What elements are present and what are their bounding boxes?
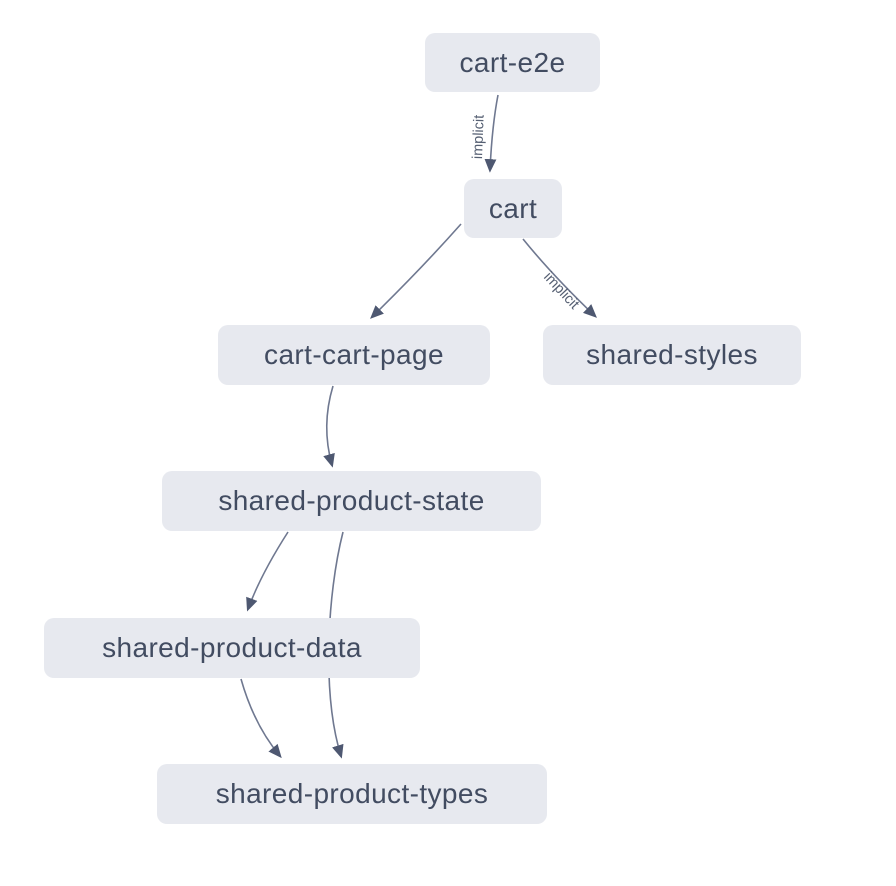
graph-node-cart-cart-page[interactable]: cart-cart-page: [218, 325, 490, 385]
edge-cart-to-cart-cart-page: [370, 223, 462, 319]
graph-node-cart[interactable]: cart: [464, 179, 562, 238]
graph-node-shared-product-data[interactable]: shared-product-data: [44, 618, 420, 678]
graph-node-label: cart-e2e: [459, 46, 566, 78]
edge-cart-e2e-to-cart: [484, 94, 499, 173]
graph-node-label: shared-product-state: [218, 485, 485, 516]
graph-node-shared-product-state[interactable]: shared-product-state: [162, 471, 541, 531]
graph-node-label: cart: [488, 192, 538, 224]
graph-node-shared-product-types[interactable]: shared-product-types: [157, 764, 547, 824]
graph-node-label: shared-product-data: [102, 632, 362, 663]
edge-cart-cart-page-to-shared-product-state: [323, 385, 335, 468]
edge-shared-product-state-to-shared-product-data: [246, 531, 289, 612]
graph-node-label: shared-styles: [586, 339, 758, 370]
edge-cart-to-shared-styles: [522, 238, 597, 318]
edge-label-cart-e2e-to-cart: implicit: [470, 115, 488, 160]
graph-node-cart-e2e[interactable]: cart-e2e: [425, 33, 600, 92]
graph-node-label: shared-product-types: [215, 778, 489, 809]
graph-node-label: cart-cart-page: [264, 339, 444, 370]
edge-shared-product-data-to-shared-product-types: [240, 678, 282, 759]
graph-node-shared-styles[interactable]: shared-styles: [543, 325, 801, 385]
